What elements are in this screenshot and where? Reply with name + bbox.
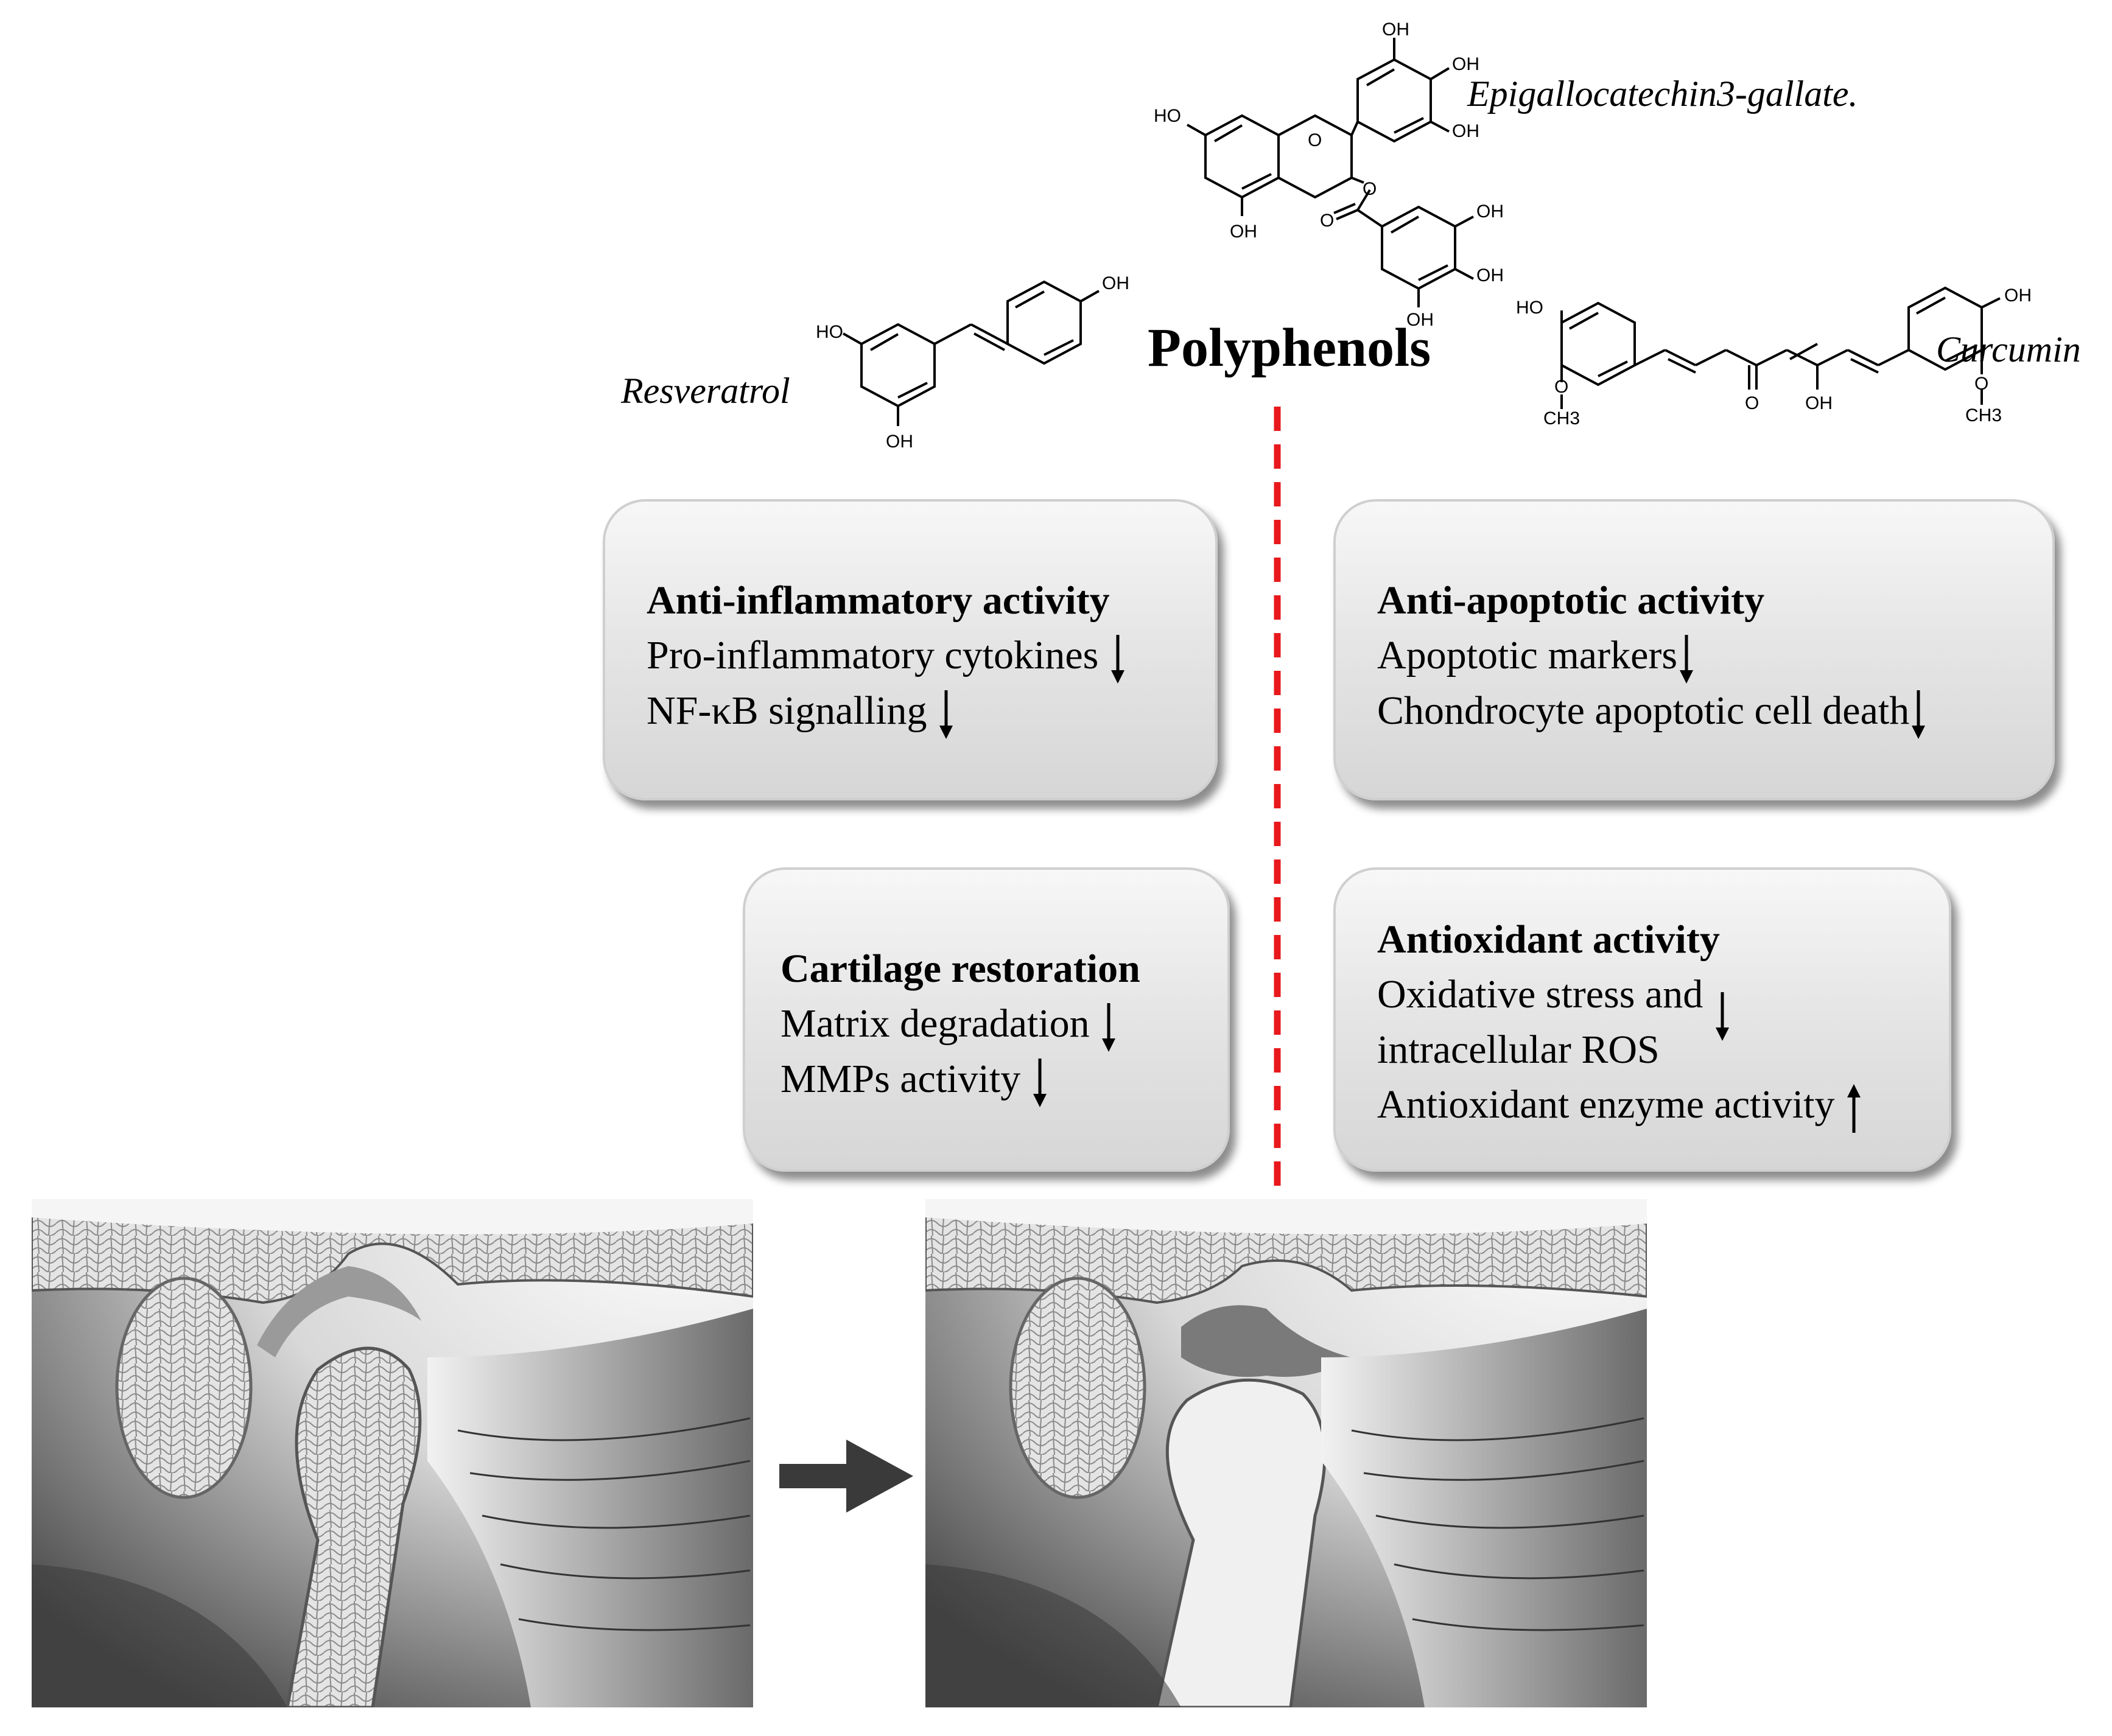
down-arrow-icon xyxy=(1102,1003,1116,1052)
down-arrow-icon xyxy=(1033,1058,1047,1107)
box-line: NF-κB signalling xyxy=(647,688,927,733)
egcg-oh-b1: OH xyxy=(1452,54,1479,74)
down-arrow-icon xyxy=(1912,690,1926,739)
up-arrow-icon xyxy=(1847,1083,1861,1133)
egcg-o-ester: O xyxy=(1363,179,1377,199)
resveratrol-name: Resveratrol xyxy=(621,371,790,411)
antioxidant-title: Antioxidant activity xyxy=(1377,917,1720,962)
box-line: Apoptotic markers xyxy=(1377,633,1678,677)
egcg-ho-a: HO xyxy=(1154,106,1181,126)
joint-image-after xyxy=(925,1199,1647,1707)
right-arrow-icon xyxy=(779,1440,913,1513)
anti-apoptotic-title: Anti-apoptotic activity xyxy=(1377,578,1765,623)
res-oh-bottom: OH xyxy=(886,432,913,452)
box-line: Pro-inflammatory cytokines xyxy=(647,633,1099,677)
box-line: Matrix degradation xyxy=(781,1001,1090,1046)
antioxidant-box: Antioxidant activity Oxidative stress an… xyxy=(1333,867,1951,1172)
box-line: intracellular ROS xyxy=(1377,1027,1660,1072)
cur-o-left: O xyxy=(1554,377,1568,397)
cur-o-keto: O xyxy=(1745,393,1759,413)
box-line: Oxidative stress and xyxy=(1377,972,1703,1017)
cur-ho: HO xyxy=(1516,298,1543,318)
cur-oh-enol: OH xyxy=(1805,393,1833,413)
cartilage-box: Cartilage restoration Matrix degradation… xyxy=(743,867,1230,1172)
cartilage-title: Cartilage restoration xyxy=(781,947,1140,991)
cur-ch3-left: CH3 xyxy=(1543,408,1580,429)
box-line: MMPs activity xyxy=(781,1056,1021,1101)
cur-o-right: O xyxy=(1974,374,1988,394)
down-arrow-icon xyxy=(1715,992,1729,1041)
down-arrow-icon xyxy=(1680,634,1694,684)
egcg-oh-a: OH xyxy=(1230,222,1257,242)
joint-image-before xyxy=(32,1199,753,1707)
box-line: Chondrocyte apoptotic cell death xyxy=(1377,688,1910,733)
page-title: Polyphenols xyxy=(1148,318,1431,378)
res-oh-right: OH xyxy=(1102,273,1129,293)
egcg-oh-top: OH xyxy=(1382,19,1409,40)
down-arrow-icon xyxy=(1110,634,1124,684)
egcg-name: Epigallocatechin3-gallate. xyxy=(1467,74,1858,114)
anti-inflammatory-title: Anti-inflammatory activity xyxy=(647,578,1110,623)
res-ho: HO xyxy=(816,322,843,342)
cur-oh-right: OH xyxy=(2004,285,2032,306)
egcg-o-ring: O xyxy=(1308,130,1322,150)
box-line: Antioxidant enzyme activity xyxy=(1377,1082,1835,1127)
anti-apoptotic-box: Anti-apoptotic activity Apoptotic marker… xyxy=(1333,499,2055,800)
cur-ch3-right: CH3 xyxy=(1965,405,2002,425)
curcumin-name: Curcumin xyxy=(1936,329,2081,369)
anti-inflammatory-box: Anti-inflammatory activity Pro-inflammat… xyxy=(603,499,1218,800)
egcg-oh-g2: OH xyxy=(1476,265,1504,285)
egcg-oh-b2: OH xyxy=(1452,121,1479,141)
egcg-o-carbonyl: O xyxy=(1320,211,1334,231)
down-arrow-icon xyxy=(939,690,953,739)
egcg-oh-g1: OH xyxy=(1476,201,1504,222)
